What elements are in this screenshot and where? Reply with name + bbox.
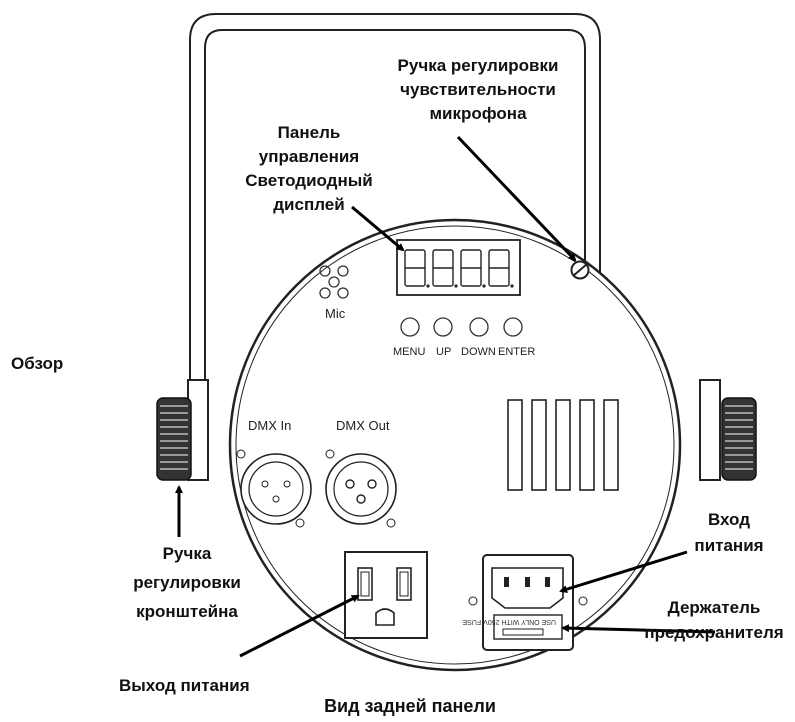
fuse-warning-text: USE ONLY WITH 250V FUSE bbox=[462, 618, 556, 625]
down-button[interactable] bbox=[469, 317, 489, 337]
dmx-out-label: DMX Out bbox=[336, 418, 390, 433]
led-display bbox=[396, 239, 521, 296]
svg-text:дисплей: дисплей bbox=[273, 195, 344, 214]
svg-text:питания: питания bbox=[694, 536, 763, 555]
svg-text:Панель: Панель bbox=[278, 123, 341, 142]
bracket-knob-left[interactable] bbox=[156, 397, 192, 481]
svg-text:Светодиодный: Светодиодный bbox=[245, 171, 372, 190]
svg-text:Ручка: Ручка bbox=[163, 544, 212, 563]
label-bracket-knob: Ручка регулировки кронштейна bbox=[133, 544, 241, 621]
svg-text:предохранителя: предохранителя bbox=[644, 623, 783, 642]
fuse-holder[interactable]: USE ONLY WITH 250V FUSE bbox=[462, 614, 563, 640]
menu-button-label: MENU bbox=[393, 346, 425, 358]
bracket-knob-right[interactable] bbox=[721, 397, 757, 481]
label-power-in: Вход питания bbox=[694, 510, 763, 555]
label-power-out: Выход питания bbox=[119, 676, 250, 695]
control-buttons bbox=[400, 317, 523, 337]
menu-button[interactable] bbox=[400, 317, 420, 337]
enter-button[interactable] bbox=[503, 317, 523, 337]
label-control-panel: Панель управления Светодиодный дисплей bbox=[245, 123, 372, 214]
dmx-out-connector[interactable] bbox=[325, 449, 397, 528]
annotation-arrows bbox=[175, 135, 716, 658]
svg-text:регулировки: регулировки bbox=[133, 573, 241, 592]
sensitivity-screw[interactable] bbox=[570, 260, 590, 280]
up-button-label: UP bbox=[436, 346, 451, 358]
enter-button-label: ENTER bbox=[498, 346, 535, 358]
svg-text:Ручка регулировки: Ручка регулировки bbox=[398, 56, 559, 75]
label-fuse-holder: Держатель предохранителя bbox=[644, 598, 783, 642]
mic-label: Mic bbox=[325, 306, 346, 321]
label-overview: Обзор bbox=[11, 354, 63, 373]
arrow-mic-knob bbox=[456, 135, 577, 262]
bracket bbox=[189, 13, 601, 405]
caption: Вид задней панели bbox=[324, 696, 496, 716]
arrow-fuse bbox=[561, 624, 716, 634]
svg-text:Держатель: Держатель bbox=[668, 598, 761, 617]
label-mic-knob: Ручка регулировки чувствительности микро… bbox=[398, 56, 559, 123]
microphone-icon bbox=[319, 265, 349, 299]
up-button[interactable] bbox=[433, 317, 453, 337]
svg-text:Вход: Вход bbox=[708, 510, 750, 529]
svg-text:кронштейна: кронштейна bbox=[136, 602, 238, 621]
svg-text:чувствительности: чувствительности bbox=[400, 80, 556, 99]
arrow-power-in bbox=[559, 550, 688, 594]
svg-text:управления: управления bbox=[259, 147, 359, 166]
arrow-power-out bbox=[239, 594, 360, 658]
dmx-in-connector[interactable] bbox=[236, 449, 312, 528]
bracket-arms bbox=[187, 379, 721, 481]
power-outlet[interactable] bbox=[344, 551, 428, 639]
down-button-label: DOWN bbox=[461, 346, 496, 358]
vent-slots bbox=[507, 399, 619, 491]
dmx-in-label: DMX In bbox=[248, 418, 291, 433]
arrow-display bbox=[351, 205, 405, 252]
svg-text:микрофона: микрофона bbox=[429, 104, 527, 123]
